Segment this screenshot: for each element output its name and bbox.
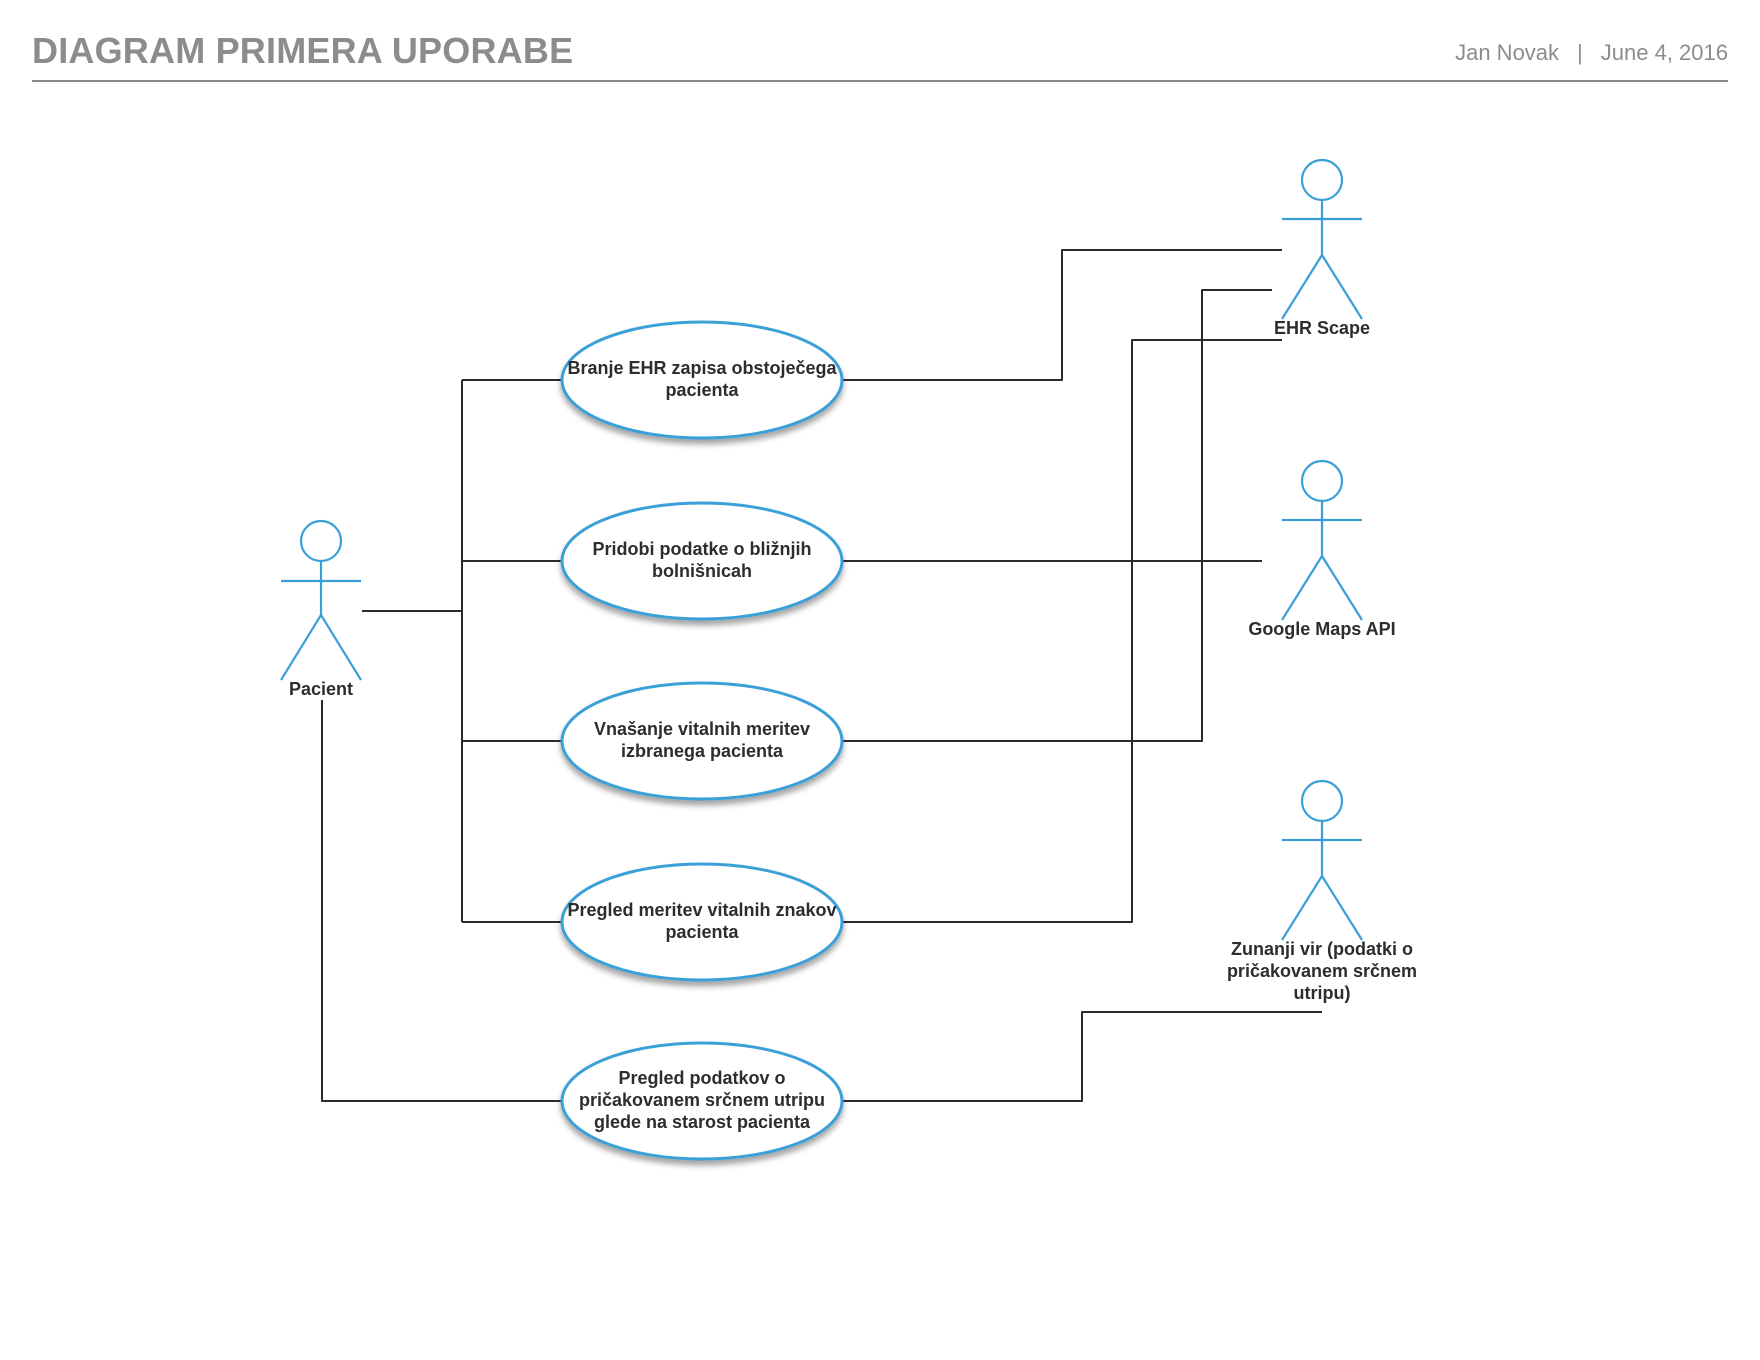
use-case-branje-ellipse: [560, 320, 844, 440]
use-case-pregled-meritev-ellipse: [560, 862, 844, 982]
actor-google-maps: [1281, 459, 1363, 621]
use-case-vnasanje: Vnašanje vitalnih meritev izbranega paci…: [560, 681, 844, 801]
actor-pacient: [280, 519, 362, 681]
actor-pacient-body: [280, 561, 362, 681]
use-case-pregled-podatkov-line1: Pregled podatkov o: [618, 1068, 785, 1088]
actor-ehr-scape-label: EHR Scape: [1274, 318, 1370, 338]
document-date: June 4, 2016: [1600, 40, 1728, 65]
actor-pacient-head: [299, 519, 343, 563]
actor-pacient-label: Pacient: [289, 679, 353, 699]
meta-separator: |: [1577, 40, 1583, 65]
use-case-pridobi: Pridobi podatke o bližnjih bolnišnicah: [560, 501, 844, 621]
actor-google-maps-head: [1300, 459, 1344, 503]
actor-zunanji-vir-label-line3: utripu): [1294, 983, 1351, 1003]
use-case-pregled-meritev-line1: Pregled meritev vitalnih znakov: [567, 900, 836, 920]
page-meta: Jan Novak | June 4, 2016: [1455, 40, 1728, 66]
connector-branje-ehr: [842, 249, 1282, 381]
use-case-pridobi-ellipse: [560, 501, 844, 621]
actor-zunanji-vir-body: [1281, 821, 1363, 941]
use-case-pridobi-line1: Pridobi podatke o bližnjih: [593, 539, 812, 559]
actor-ehr-scape-body: [1281, 200, 1363, 320]
use-case-branje-line1: Branje EHR zapisa obstoječega: [567, 358, 837, 378]
actor-zunanji-vir-label-line1: Zunanji vir (podatki o: [1231, 939, 1413, 959]
connector-lines: [321, 249, 1322, 1102]
use-case-vnasanje-ellipse: [560, 681, 844, 801]
page-title: DIAGRAM PRIMERA UPORABE: [32, 30, 574, 71]
actor-zunanji-vir-label-line2: pričakovanem srčnem: [1227, 961, 1417, 981]
connector-pregled-podatkov-zunanji: [842, 1011, 1322, 1102]
connector-vnasanje-ehr: [842, 289, 1272, 742]
actor-google-maps-label: Google Maps API: [1248, 619, 1395, 639]
use-case-vnasanje-line2: izbranega pacienta: [621, 741, 784, 761]
use-case-pregled-podatkov-ellipse: [560, 1041, 844, 1161]
use-case-branje: Branje EHR zapisa obstoječega pacienta: [560, 320, 844, 440]
actor-zunanji-vir: [1281, 779, 1363, 941]
connector-pregled-meritev-ehr: [842, 339, 1282, 923]
author-name: Jan Novak: [1455, 40, 1560, 65]
actor-ehr-scape: [1281, 158, 1363, 320]
use-case-pridobi-line2: bolnišnicah: [652, 561, 752, 581]
actor-google-maps-body: [1281, 501, 1363, 621]
use-case-pregled-meritev-line2: pacienta: [665, 922, 739, 942]
page-header: DIAGRAM PRIMERA UPORABE Jan Novak | June 4…: [32, 28, 1728, 82]
actor-zunanji-vir-head: [1300, 779, 1344, 823]
use-case-vnasanje-line1: Vnašanje vitalnih meritev: [594, 719, 810, 739]
use-case-pregled-podatkov: Pregled podatkov o pričakovanem srčnem u…: [560, 1041, 844, 1161]
connector-pacient-pregled-podatkov: [321, 700, 562, 1102]
use-case-pregled-meritev: Pregled meritev vitalnih znakov pacienta: [560, 862, 844, 982]
actor-ehr-scape-head: [1300, 158, 1344, 202]
use-case-pregled-podatkov-line2: pričakovanem srčnem utripu: [579, 1090, 825, 1110]
use-case-branje-line2: pacienta: [665, 380, 739, 400]
use-case-pregled-podatkov-line3: glede na starost pacienta: [594, 1112, 811, 1132]
